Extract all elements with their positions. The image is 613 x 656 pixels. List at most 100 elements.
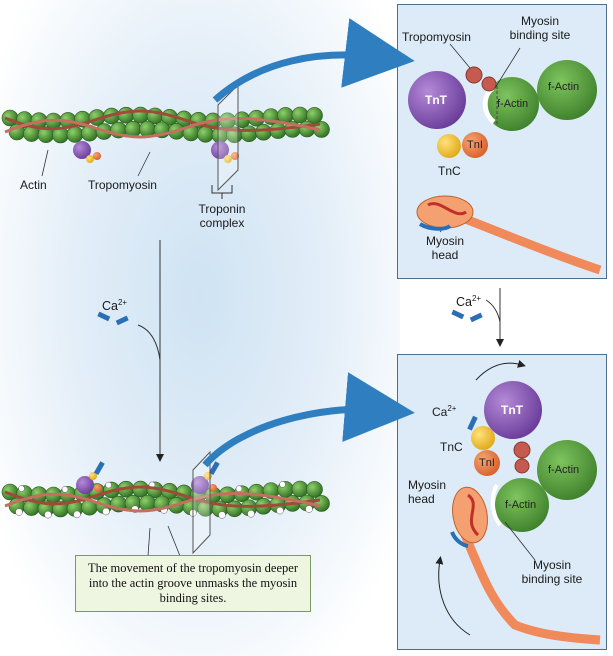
binding-site-leader-top [494,47,521,89]
tnc-top [437,134,461,158]
label-troponin-line1: Troponin [198,202,246,216]
exposed-binding-site [276,506,284,515]
label-myosin-binding-top: Myosin binding site [500,14,580,42]
actin-bead [132,480,149,498]
troponin-tnt-mini-top-1 [73,141,91,159]
label-ca-left: Ca2+ [102,296,127,313]
ca-ion-bottom-1 [93,461,105,476]
label-myosin-binding-top-line1: Myosin [520,14,559,28]
label-tnt-bottom: TnT [501,403,523,417]
troponin-tnc-mini-top-1 [86,155,94,163]
tropomyosin-bead-top-1 [465,66,483,84]
tni-top [462,132,488,158]
label-troponin-line2: complex [199,216,245,230]
caption-leader-1 [147,527,151,557]
label-tropomyosin: Tropomyosin [88,178,157,192]
ca-ion-bottom-2 [208,461,220,476]
actin-bead [132,106,149,124]
tropomyosin-bead-top-2 [481,76,497,92]
myosin-light-chain-top [418,222,452,231]
label-ca-right-text: Ca [456,295,472,310]
actin-filament-top [1,106,330,163]
f-actin-back-top [537,60,597,120]
exposed-binding-site [44,510,52,519]
tropomyosin-leader [137,151,151,177]
label-actin: Actin [20,178,47,192]
rotation-arrow-bottom [435,556,471,636]
cross-section-plane-bottom [192,450,211,555]
actin-bead [240,125,258,143]
f-actin-front-top [485,77,539,131]
myosin-head-detail-bottom [466,493,480,537]
actin-bead [255,123,272,141]
label-myosin-head-top: Myosin head [420,234,470,262]
tropomyosin-strand-bottom-1 [4,485,321,508]
caption-leader-2 [167,525,181,557]
label-tni-bottom: TnI [479,457,495,469]
exposed-binding-site [61,486,69,493]
label-ca-left-text: Ca [102,299,118,314]
cross-section-plane-top [217,83,239,192]
actin-filament-bottom [1,461,330,519]
actin-bead [66,126,84,143]
troponin-tnt-mini-bottom-2 [191,476,209,494]
troponin-tni-mini-bottom-1 [94,484,102,492]
actin-bead [306,481,323,498]
ca-ion-left-1 [97,311,111,322]
ca-ion-right-2 [469,312,483,323]
label-f-actin-bottom-1: f-Actin [548,464,580,476]
troponin-tni-mini-top-2 [231,152,239,160]
ca-binding-curve-right [485,299,501,323]
myosin-tail-bottom [460,533,601,645]
tropomyosin-strand-top-1 [4,109,321,132]
rotation-arrow-top [475,360,526,381]
troponin-tnc-mini-bottom-1 [89,472,97,480]
label-f-actin-top-1: f-Actin [497,98,529,110]
label-ca-inset-sup: 2+ [447,404,457,413]
label-tnc-top: TnC [438,164,461,178]
tropomyosin-bead-bottom-1 [513,441,531,459]
label-tni-top: TnI [467,139,483,151]
label-f-actin-bottom-2: f-Actin [505,499,537,511]
tropomyosin-leader-top [449,43,471,69]
exposed-binding-site [105,481,112,489]
troponin-tnt-mini-bottom-1 [76,476,94,494]
caption-box: The movement of the tropomyosin deeper i… [75,555,311,612]
label-myosin-head-bottom: Myosin head [408,478,446,506]
tnc-bottom [471,426,495,450]
label-ca-right-sup: 2+ [471,294,482,303]
exposed-binding-site [18,485,25,492]
label-myosin-head-top-line1: Myosin [425,234,464,248]
tni-bottom [474,450,500,476]
actin-bead [197,125,214,143]
myosin-light-chain-bottom [450,531,469,548]
exposed-binding-site [102,507,110,516]
inset-bottom-content [435,360,601,645]
binding-site-bottom [490,483,502,527]
actin-bead [313,495,330,512]
label-ca-left-sup: 2+ [117,298,128,307]
tropomyosin-strand-top-2 [4,117,321,139]
tropomyosin-bead-bottom-2 [514,458,530,474]
ca-binding-curve-left [137,324,161,361]
myosin-tail-top [453,210,602,275]
background-glow [0,0,400,656]
myosin-head-bottom [452,486,488,544]
label-myosin-binding-bottom-line1: Myosin [532,558,571,572]
ca-ion-inset [467,415,478,431]
actin-bead [291,480,309,498]
tnt-large-top [408,71,466,129]
label-tnt-top: TnT [425,93,447,107]
f-actin-back-bottom [537,440,597,500]
actin-bead [291,106,309,124]
troponin-tnt-mini-top-2 [211,141,229,159]
label-ca-inset: Ca2+ [432,402,456,419]
exposed-binding-site [279,481,286,488]
actin-bead [117,106,135,124]
actin-leader [41,149,49,177]
ca-ion-right-1 [451,309,465,320]
troponin-tni-mini-bottom-2 [209,484,217,492]
label-myosin-head-top-line2: head [431,248,459,262]
label-tnc-bottom: TnC [440,440,463,454]
